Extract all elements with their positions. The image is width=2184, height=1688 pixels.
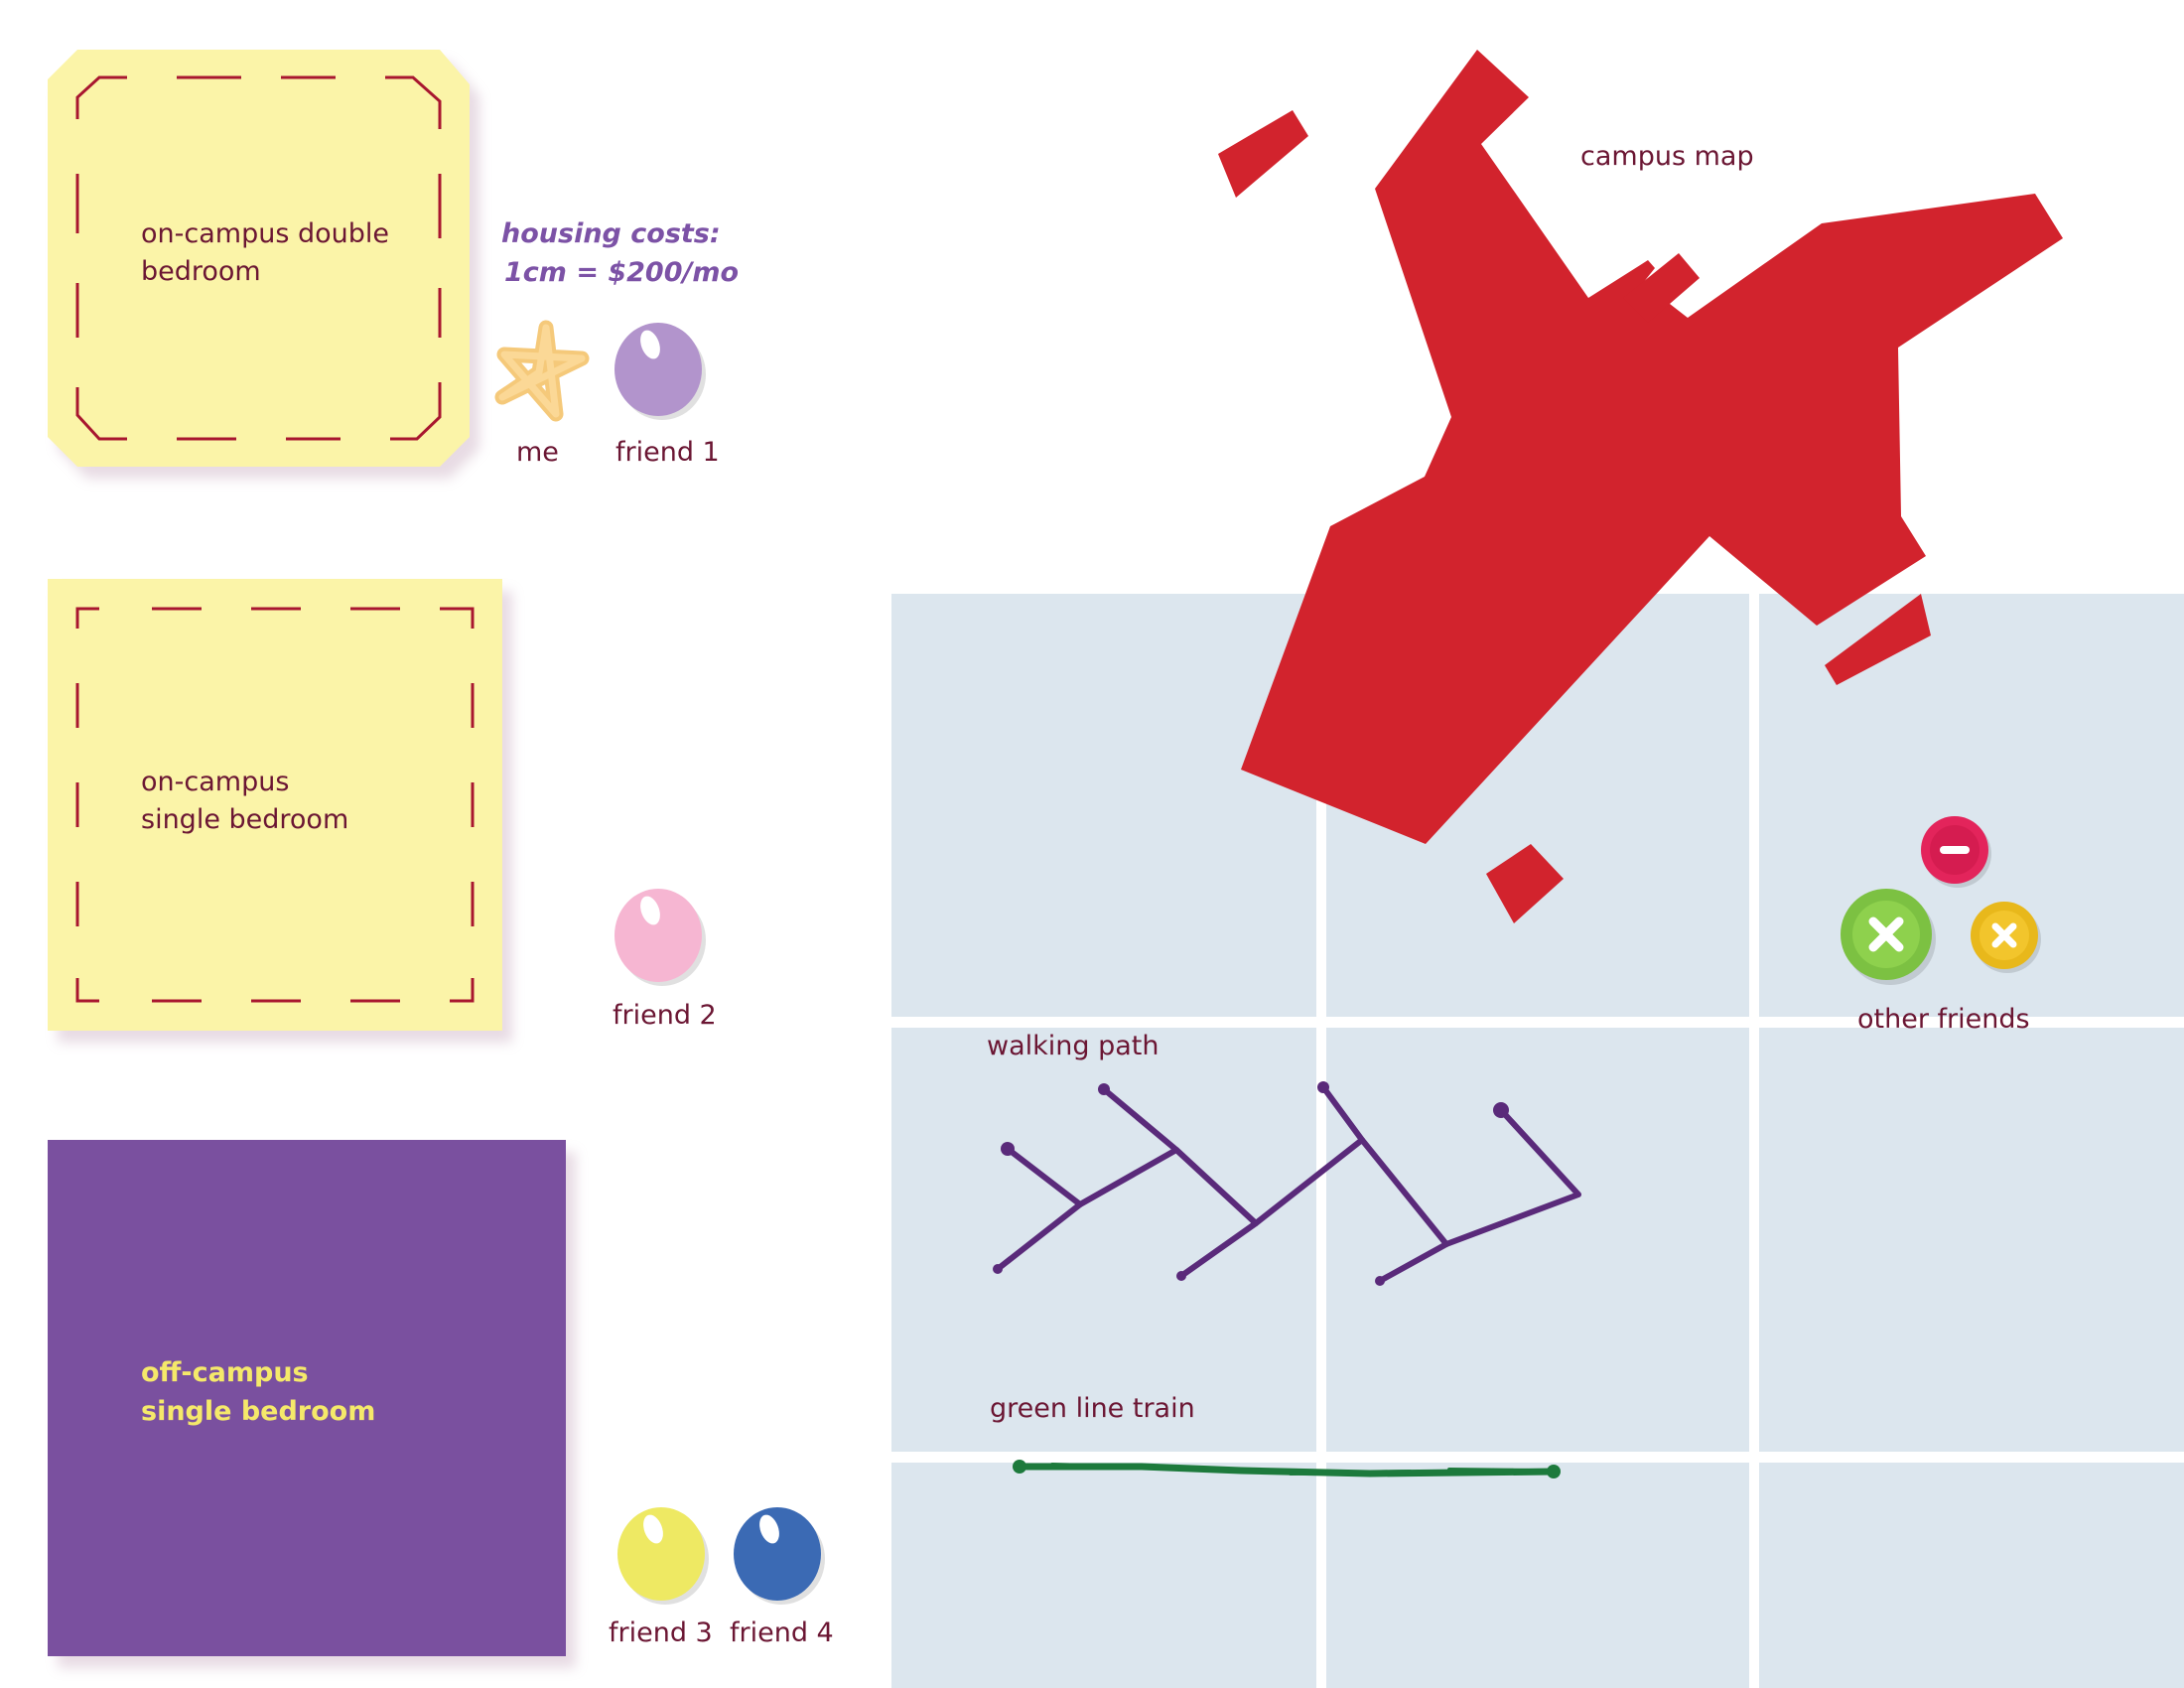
single-bedroom-label-line1: on-campus [141,767,290,797]
friend-3-label: friend 3 [609,1618,713,1648]
on-campus-double-card[interactable] [48,50,470,467]
housing-costs-title: housing costs: [501,218,721,249]
grid-cell [1759,1463,2184,1688]
friend-1-bead-icon[interactable] [611,313,710,422]
grid-cell [1326,1028,1749,1452]
housing-costs-scale: 1cm = $200/mo [504,257,740,288]
friend-4-label: friend 4 [730,1618,834,1648]
friend-1-label: friend 1 [615,437,720,468]
me-star-icon[interactable] [494,320,594,422]
friend-4-bead-icon[interactable] [730,1497,829,1607]
grid-cell [891,1463,1316,1688]
off-campus-label-line2: single bedroom [141,1396,376,1427]
green-line-train-label: green line train [990,1393,1195,1424]
friend-3-bead-icon[interactable] [614,1497,713,1607]
off-campus-label-line1: off-campus [141,1357,309,1388]
campus-map-label: campus map [1580,141,1754,172]
grid-cell [891,1028,1316,1452]
single-bedroom-label-line2: single bedroom [141,804,349,835]
friend-2-label: friend 2 [613,1000,717,1031]
me-label: me [516,437,559,468]
other-friend-yellow-button-icon[interactable] [1968,900,2043,975]
double-bedroom-label-line1: on-campus double [141,218,389,249]
off-campus-single-card[interactable] [48,1140,566,1656]
friend-2-bead-icon[interactable] [611,879,710,988]
other-friend-green-button-icon[interactable] [1839,887,1938,986]
other-friends-label: other friends [1857,1004,2030,1035]
grid-cell [1759,1028,2184,1452]
grid-cell [1326,1463,1749,1688]
other-friend-red-button-icon[interactable] [1918,814,1993,890]
double-bedroom-label-line2: bedroom [141,256,261,287]
walking-path-label: walking path [987,1031,1160,1061]
on-campus-single-card[interactable] [48,579,502,1031]
grid-cell [891,594,1316,1017]
